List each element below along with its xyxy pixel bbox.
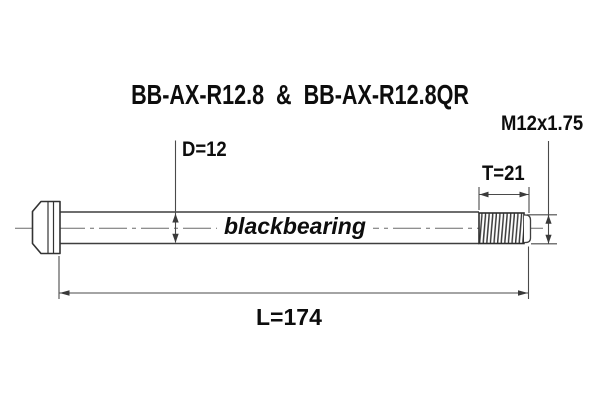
page-title: BB-AX-R12.8 & BB-AX-R12.8QR — [131, 79, 469, 110]
shaft-diameter-label: D=12 — [182, 138, 227, 161]
axle-head — [31, 200, 61, 255]
thread-section — [478, 212, 525, 245]
axle-length-label: L=174 — [256, 304, 322, 330]
dim-thread-length — [478, 187, 530, 213]
dim-shaft-diameter — [172, 140, 179, 243]
axle-shaft — [60, 211, 479, 245]
thread-length-label: T=21 — [482, 162, 525, 185]
dim-axle-length — [58, 246, 530, 299]
dim-thread-spec — [527, 141, 557, 245]
axle-end-cap — [524, 214, 532, 244]
brand-label: blackbearing — [217, 213, 373, 240]
thread-spec-label: M12x1.75 — [501, 112, 584, 135]
